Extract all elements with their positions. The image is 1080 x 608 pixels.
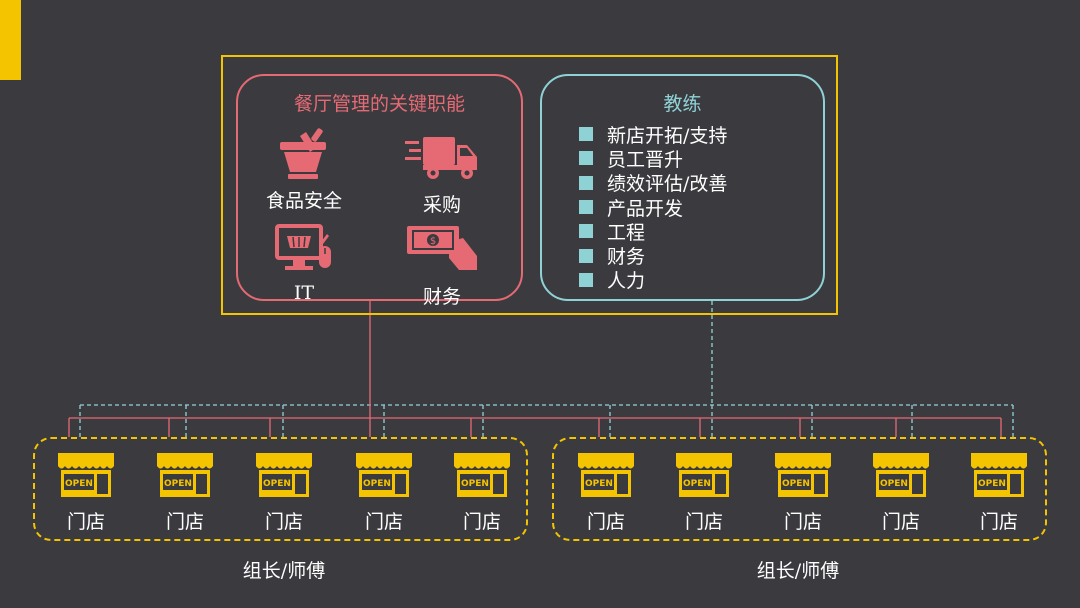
coach-item: 绩效评估/改善 <box>579 171 727 195</box>
function-label: IT <box>293 282 315 304</box>
open-store-icon: OPEN <box>676 453 732 497</box>
key-functions-panel: 餐厅管理的关键职能 食品安全 <box>236 74 523 308</box>
store-label: 门店 <box>684 511 723 533</box>
group-leader-label-right: 组长/师傅 <box>756 560 840 582</box>
function-food-safety: 食品安全 <box>249 126 359 213</box>
store: OPEN 门店 <box>968 452 1030 534</box>
store-label: 门店 <box>264 511 303 533</box>
coach-item: 新店开拓/支持 <box>579 122 727 147</box>
coach-item: 人力 <box>579 268 727 292</box>
svg-text:$: $ <box>430 236 436 247</box>
store-sign-text: OPEN <box>65 479 93 489</box>
store-sign-text: OPEN <box>683 479 711 489</box>
store: OPEN 门店 <box>772 452 834 534</box>
coach-item: 财务 <box>579 243 727 268</box>
store: OPEN 门店 <box>55 452 117 534</box>
store-label: 门店 <box>165 511 204 533</box>
coach-connectors <box>79 301 1014 437</box>
bullet-square-icon <box>579 248 593 263</box>
store-group-left <box>33 437 528 541</box>
store: OPEN 门店 <box>575 452 637 534</box>
store-sign-text: OPEN <box>782 479 810 489</box>
open-store-icon: OPEN <box>157 453 213 497</box>
store-label: 门店 <box>586 511 625 533</box>
food-safety-icon <box>280 128 326 179</box>
store-sign-text: OPEN <box>461 479 489 489</box>
store-label: 门店 <box>66 511 105 533</box>
store: OPEN 门店 <box>154 452 216 534</box>
store-group-right <box>552 437 1047 541</box>
store: OPEN 门店 <box>870 452 932 534</box>
open-store-icon: OPEN <box>454 453 510 497</box>
store-label: 门店 <box>462 511 501 533</box>
store: OPEN 门店 <box>451 452 513 534</box>
bullet-square-icon <box>579 200 593 215</box>
store-label: 门店 <box>364 511 403 533</box>
function-finance: $ 财务 <box>387 222 497 309</box>
open-store-icon: OPEN <box>256 453 312 497</box>
coach-title: 教练 <box>663 93 702 115</box>
bullet-square-icon <box>579 224 593 239</box>
coach-item: 工程 <box>579 219 727 244</box>
store-sign-text: OPEN <box>585 479 613 489</box>
key-functions-title: 餐厅管理的关键职能 <box>293 93 465 115</box>
store-sign-text: OPEN <box>880 479 908 489</box>
coach-item: 员工晋升 <box>579 146 727 171</box>
function-purchasing: 采购 <box>387 133 497 217</box>
coach-list: 新店开拓/支持 员工晋升 绩效评估/改善 产品开发 工程 财务 人力 <box>579 122 727 292</box>
function-label: 采购 <box>422 194 461 216</box>
function-it: IT <box>249 222 359 304</box>
store-label: 门店 <box>979 511 1018 533</box>
open-store-icon: OPEN <box>578 453 634 497</box>
function-label: 财务 <box>422 286 461 308</box>
delivery-truck-icon <box>405 137 477 179</box>
function-label: 食品安全 <box>265 190 342 212</box>
store-label: 门店 <box>783 511 822 533</box>
accent-bar <box>0 0 21 80</box>
store-sign-text: OPEN <box>978 479 1006 489</box>
store-sign-text: OPEN <box>263 479 291 489</box>
store-label: 门店 <box>881 511 920 533</box>
bullet-square-icon <box>579 151 593 166</box>
store: OPEN 门店 <box>253 452 315 534</box>
open-store-icon: OPEN <box>356 453 412 497</box>
coach-panel: 教练 新店开拓/支持 员工晋升 绩效评估/改善 产品开发 工程 财务 人力 <box>540 74 825 301</box>
store-sign-text: OPEN <box>164 479 192 489</box>
bullet-square-icon <box>579 175 593 190</box>
functions-connectors <box>68 301 1002 437</box>
bullet-square-icon <box>579 272 593 287</box>
bullet-square-icon <box>579 127 593 142</box>
open-store-icon: OPEN <box>873 453 929 497</box>
coach-item: 产品开发 <box>579 195 727 220</box>
store: OPEN 门店 <box>353 452 415 534</box>
store-sign-text: OPEN <box>363 479 391 489</box>
open-store-icon: OPEN <box>58 453 114 497</box>
open-store-icon: OPEN <box>971 453 1027 497</box>
money-hand-icon: $ <box>407 226 477 270</box>
open-store-icon: OPEN <box>775 453 831 497</box>
computer-shopping-icon <box>275 224 331 270</box>
management-frame <box>221 55 838 315</box>
group-leader-label-left: 组长/师傅 <box>242 560 326 582</box>
store: OPEN 门店 <box>673 452 735 534</box>
